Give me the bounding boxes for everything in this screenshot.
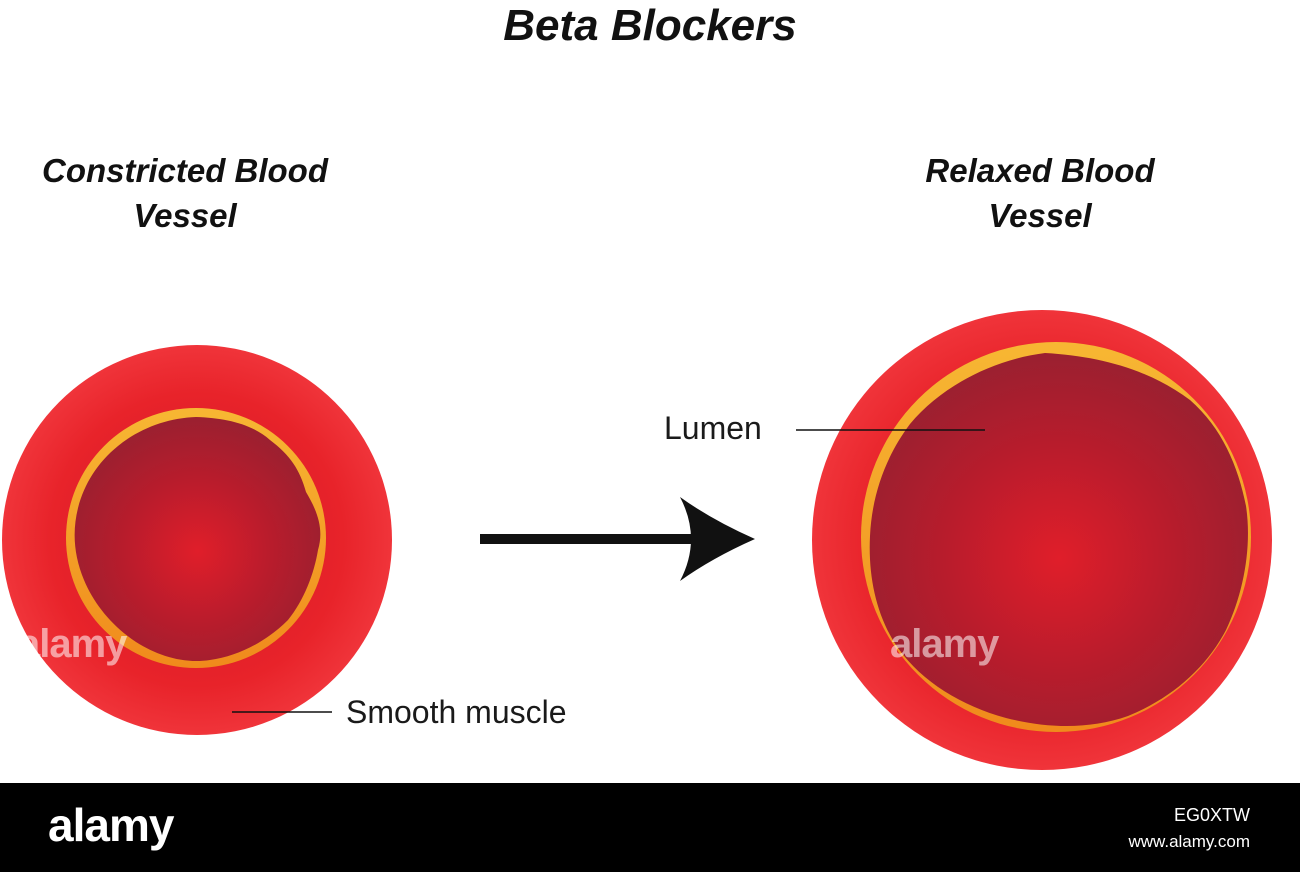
- page-title: Beta Blockers: [503, 1, 797, 50]
- relaxed-heading-line2: Vessel: [988, 197, 1092, 234]
- relaxed-heading-line1: Relaxed Blood: [925, 152, 1155, 189]
- arrow-shaft: [480, 534, 700, 544]
- relaxed-vessel: [812, 310, 1272, 770]
- watermark-right: alamy: [890, 622, 999, 666]
- relaxed-vessel-heading: Relaxed Blood Vessel: [880, 148, 1200, 238]
- image-id: EG0XTW: [1173, 805, 1250, 825]
- constricted-vessel-heading: Constricted Blood Vessel: [20, 148, 350, 238]
- constricted-lumen: [74, 417, 321, 662]
- arrow-head: [680, 497, 755, 581]
- relaxed-lumen: [869, 353, 1248, 726]
- constricted-heading-line2: Vessel: [133, 197, 237, 234]
- watermark-footer: alamy EG0XTW www.alamy.com: [0, 783, 1300, 872]
- constricted-heading-line1: Constricted Blood: [42, 152, 328, 189]
- watermark-left: alamy: [18, 622, 127, 666]
- constricted-vessel: [2, 345, 392, 735]
- lumen-label: Lumen: [664, 410, 762, 446]
- transition-arrow: [480, 497, 755, 581]
- smooth-muscle-label: Smooth muscle: [346, 694, 567, 730]
- brand-url: www.alamy.com: [1128, 832, 1250, 851]
- brand-logo: alamy: [48, 799, 174, 851]
